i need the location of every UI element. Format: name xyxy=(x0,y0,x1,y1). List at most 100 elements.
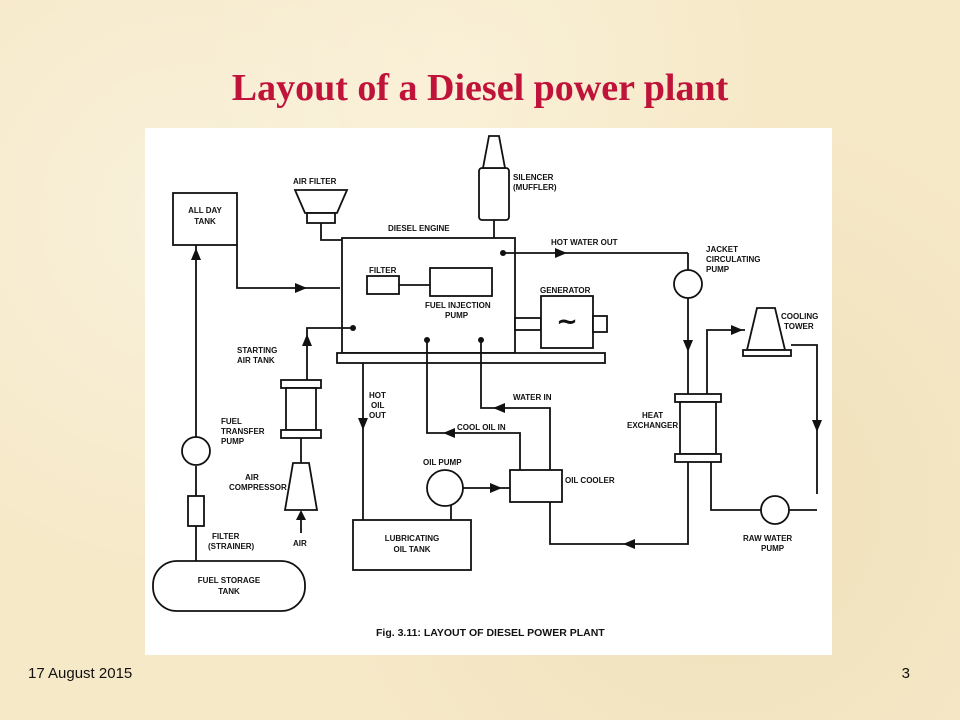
all-day-tank-label: TANK xyxy=(194,217,216,226)
generator-exciter xyxy=(592,315,608,333)
cooled-water-return-line xyxy=(549,462,689,545)
fuel-filter xyxy=(366,275,400,295)
fuel-storage-tank xyxy=(152,560,306,612)
silencer-label: SILENCER xyxy=(513,173,554,182)
heat-exchanger-cap-bottom xyxy=(674,453,722,463)
flow-arrow xyxy=(812,420,822,432)
generator xyxy=(540,295,594,349)
diagram-panel: ALL DAY TANK FUEL STORAGE TANK FILTER (S… xyxy=(145,128,832,655)
starting-air-tank xyxy=(285,387,317,431)
starting-air-line xyxy=(306,327,353,380)
flow-arrow xyxy=(296,510,306,520)
raw-water-return-line xyxy=(791,344,818,494)
flow-arrow xyxy=(683,340,693,352)
fuel-feed-line xyxy=(236,245,340,289)
air-tank-cap-bottom xyxy=(280,429,322,439)
cool-oil-line xyxy=(426,340,521,470)
footer-date: 17 August 2015 xyxy=(28,665,133,682)
hot-oil-out-label: OIL xyxy=(371,401,384,410)
junction-dot xyxy=(478,337,484,343)
cooling-tower-label: COOLING xyxy=(781,312,818,321)
heat-exchanger-label: EXCHANGER xyxy=(627,421,678,430)
oil-cooler xyxy=(509,469,563,503)
generator-shaft xyxy=(514,317,542,331)
heat-exchanger-cap-top xyxy=(674,393,722,403)
engine-base xyxy=(336,352,606,364)
filter-strainer-label: FILTER xyxy=(212,532,240,541)
air-label: AIR xyxy=(293,539,307,548)
fuel-storage-tank-label: TANK xyxy=(218,587,240,596)
flow-arrow xyxy=(555,248,567,258)
junction-dot xyxy=(350,325,356,331)
raw-water-to-exchanger-line xyxy=(710,462,761,511)
jacket-pump-label: CIRCULATING xyxy=(706,255,761,264)
heat-exchanger xyxy=(679,401,717,455)
raw-water-to-tower-line xyxy=(706,329,745,394)
exhaust-stack xyxy=(481,135,507,169)
fuel-injection-pump xyxy=(429,267,493,297)
flow-arrow xyxy=(731,325,743,335)
all-day-tank-label: ALL DAY xyxy=(188,206,222,215)
air-compressor xyxy=(283,462,319,511)
flow-arrow xyxy=(358,418,368,430)
fuel-transfer-pump-label: PUMP xyxy=(221,437,245,446)
cooling-tower xyxy=(745,307,787,351)
jacket-pump-label: JACKET xyxy=(706,245,738,254)
fuel-transfer-pump-label: FUEL xyxy=(221,417,242,426)
cooling-tower-label: TOWER xyxy=(784,322,814,331)
diesel-plant-diagram: ALL DAY TANK FUEL STORAGE TANK FILTER (S… xyxy=(152,135,822,639)
silencer-label: (MUFFLER) xyxy=(513,183,557,192)
oil-pump xyxy=(426,469,464,507)
air-filter-label: AIR FILTER xyxy=(293,177,337,186)
flow-arrow xyxy=(191,248,201,260)
silencer xyxy=(478,167,510,221)
starting-air-tank-label: STARTING xyxy=(237,346,277,355)
flow-arrow xyxy=(295,283,307,293)
figure-caption: Fig. 3.11: LAYOUT OF DIESEL POWER PLANT xyxy=(376,627,605,639)
lubricating-oil-tank-label: LUBRICATING xyxy=(385,534,440,543)
starting-air-tank-label: AIR TANK xyxy=(237,356,275,365)
filter-strainer-label: (STRAINER) xyxy=(208,542,255,551)
flow-arrow xyxy=(623,539,635,549)
fuel-transfer-pump xyxy=(181,436,211,466)
oil-pump-label: OIL PUMP xyxy=(423,458,462,467)
flow-arrow xyxy=(443,428,455,438)
air-filter xyxy=(293,189,349,214)
raw-water-pump-label: RAW WATER xyxy=(743,534,792,543)
cooling-tower-base xyxy=(742,349,792,357)
cool-oil-in-label: COOL OIL IN xyxy=(457,423,506,432)
fuel-injection-pump-label: FUEL INJECTION xyxy=(425,301,491,310)
fuel-injection-pump-label: PUMP xyxy=(445,311,469,320)
hot-water-out-label: HOT WATER OUT xyxy=(551,238,618,247)
air-compressor-label: AIR xyxy=(245,473,259,482)
air-tank-cap-top xyxy=(280,379,322,389)
water-in-label: WATER IN xyxy=(513,393,552,402)
generator-label: GENERATOR xyxy=(540,286,591,295)
filter-label: FILTER xyxy=(369,266,397,275)
air-filter-base xyxy=(306,212,336,224)
lubricating-oil-tank-label: OIL TANK xyxy=(393,545,430,554)
flow-arrow xyxy=(493,403,505,413)
diesel-engine-label: DIESEL ENGINE xyxy=(388,224,450,233)
fuel-filter-strainer xyxy=(187,495,205,527)
raw-water-pump-label: PUMP xyxy=(761,544,785,553)
air-compressor-label: COMPRESSOR xyxy=(229,483,287,492)
flow-arrow xyxy=(302,334,312,346)
raw-water-pump xyxy=(760,495,790,525)
jacket-circulating-pump xyxy=(673,269,703,299)
hot-oil-out-label: OUT xyxy=(369,411,386,420)
hot-oil-out-label: HOT xyxy=(369,391,386,400)
slide-title: Layout of a Diesel power plant xyxy=(231,67,729,109)
heat-exchanger-label: HEAT xyxy=(642,411,663,420)
water-in-line xyxy=(480,340,551,470)
all-day-tank xyxy=(172,192,238,246)
fuel-storage-tank-label: FUEL STORAGE xyxy=(198,576,261,585)
junction-dot xyxy=(500,250,506,256)
fuel-transfer-pump-label: TRANSFER xyxy=(221,427,265,436)
junction-dot xyxy=(424,337,430,343)
lubricating-oil-tank xyxy=(352,519,472,571)
air-intake-line xyxy=(320,223,342,241)
footer-page-number: 3 xyxy=(901,665,910,682)
generator-symbol: ~ xyxy=(556,307,578,337)
flow-arrow xyxy=(490,483,502,493)
